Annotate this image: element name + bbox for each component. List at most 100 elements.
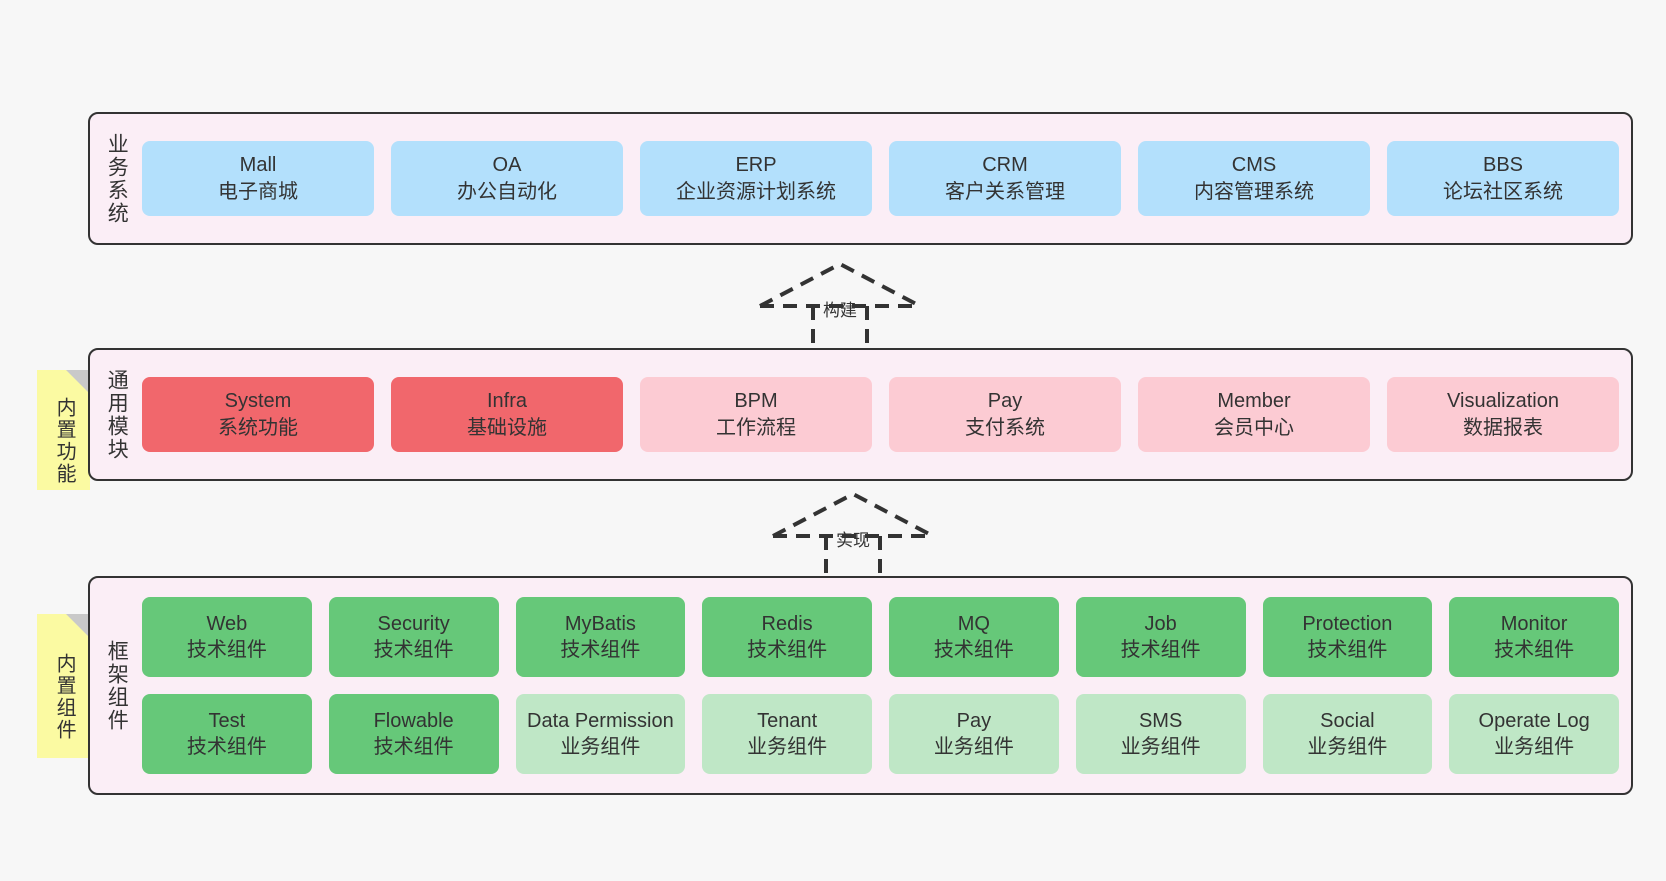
box-subtitle-cn: 内容管理系统 bbox=[1194, 180, 1314, 203]
box-title-en: Job bbox=[1144, 612, 1177, 635]
box-title-en: SMS bbox=[1138, 709, 1183, 732]
framework-box-protection[interactable]: Protection 技术组件 bbox=[1262, 597, 1433, 677]
framework-box-social[interactable]: Social 业务组件 bbox=[1262, 694, 1433, 774]
note-builtin-features: 内置功能 bbox=[37, 370, 90, 490]
framework-box-tenant[interactable]: Tenant 业务组件 bbox=[702, 694, 872, 774]
business-box-crm[interactable]: CRM 客户关系管理 bbox=[889, 141, 1121, 216]
layer-title-framework: 框架组件 bbox=[105, 639, 129, 732]
box-title-en: Mall bbox=[239, 154, 277, 177]
box-title-en: Operate Log bbox=[1478, 709, 1590, 732]
box-subtitle-cn: 基础设施 bbox=[467, 416, 547, 439]
box-title-en: Monitor bbox=[1500, 612, 1568, 635]
box-subtitle-cn: 业务组件 bbox=[1307, 736, 1388, 758]
box-title-en: Web bbox=[206, 612, 248, 635]
box-subtitle-cn: 技术组件 bbox=[1307, 639, 1388, 661]
box-subtitle-cn: 数据报表 bbox=[1463, 416, 1543, 439]
framework-box-mq[interactable]: MQ 技术组件 bbox=[889, 597, 1059, 677]
arrow-build: 构建 bbox=[755, 258, 925, 358]
box-title-en: Flowable bbox=[373, 709, 454, 732]
framework-box-test[interactable]: Test 技术组件 bbox=[142, 694, 312, 774]
module-box-infra[interactable]: Infra 基础设施 bbox=[391, 377, 623, 452]
module-box-bpm[interactable]: BPM 工作流程 bbox=[640, 377, 872, 452]
box-title-en: Pay bbox=[987, 390, 1023, 413]
box-subtitle-cn: 工作流程 bbox=[716, 416, 796, 439]
framework-box-web[interactable]: Web 技术组件 bbox=[142, 597, 312, 677]
box-subtitle-cn: 技术组件 bbox=[560, 639, 641, 661]
box-subtitle-cn: 业务组件 bbox=[560, 736, 641, 758]
framework-box-job[interactable]: Job 技术组件 bbox=[1075, 597, 1246, 677]
framework-box-operate-log[interactable]: Operate Log 业务组件 bbox=[1449, 694, 1619, 774]
box-title-en: Visualization bbox=[1447, 390, 1559, 413]
box-title-en: Pay bbox=[956, 709, 992, 732]
note-builtin-features-label: 内置功能 bbox=[53, 397, 76, 485]
box-title-en: Social bbox=[1320, 709, 1375, 732]
box-subtitle-cn: 会员中心 bbox=[1214, 416, 1294, 439]
box-subtitle-cn: 技术组件 bbox=[933, 639, 1014, 661]
box-title-en: Test bbox=[208, 709, 246, 732]
box-subtitle-cn: 电子商城 bbox=[218, 180, 298, 203]
box-title-en: Redis bbox=[761, 612, 813, 635]
box-title-en: BBS bbox=[1482, 154, 1524, 177]
note-builtin-components: 内置组件 bbox=[37, 614, 90, 758]
note-fold-icon bbox=[66, 614, 90, 638]
box-title-en: OA bbox=[492, 154, 522, 177]
arrow-implement-shape bbox=[772, 491, 934, 588]
box-title-en: ERP bbox=[735, 154, 777, 177]
framework-box-data-permission[interactable]: Data Permission 业务组件 bbox=[515, 694, 686, 774]
box-subtitle-cn: 技术组件 bbox=[186, 639, 267, 661]
layer-title-business: 业务系统 bbox=[105, 132, 129, 225]
framework-box-redis[interactable]: Redis 技术组件 bbox=[702, 597, 872, 677]
box-subtitle-cn: 技术组件 bbox=[186, 736, 267, 758]
box-subtitle-cn: 技术组件 bbox=[747, 639, 828, 661]
box-title-en: Member bbox=[1217, 390, 1291, 413]
box-subtitle-cn: 业务组件 bbox=[1494, 736, 1575, 758]
box-subtitle-cn: 论坛社区系统 bbox=[1443, 180, 1563, 203]
box-title-en: Tenant bbox=[757, 709, 818, 732]
box-title-en: Infra bbox=[486, 390, 528, 413]
business-box-mall[interactable]: Mall 电子商城 bbox=[142, 141, 374, 216]
box-title-en: Data Permission bbox=[527, 709, 674, 732]
framework-box-mybatis[interactable]: MyBatis 技术组件 bbox=[515, 597, 686, 677]
note-fold-icon bbox=[66, 370, 90, 394]
box-title-en: Protection bbox=[1302, 612, 1393, 635]
box-title-en: CRM bbox=[982, 154, 1028, 177]
arrow-implement: 实现 bbox=[768, 488, 938, 588]
box-title-en: MyBatis bbox=[564, 612, 636, 635]
box-subtitle-cn: 技术组件 bbox=[1120, 639, 1201, 661]
box-subtitle-cn: 技术组件 bbox=[1494, 639, 1575, 661]
box-title-en: CMS bbox=[1231, 154, 1277, 177]
layer-title-modules: 通用模块 bbox=[105, 368, 129, 461]
box-subtitle-cn: 系统功能 bbox=[218, 416, 298, 439]
business-box-bbs[interactable]: BBS 论坛社区系统 bbox=[1387, 141, 1619, 216]
box-title-en: MQ bbox=[957, 612, 990, 635]
module-box-visualization[interactable]: Visualization 数据报表 bbox=[1387, 377, 1619, 452]
arrow-build-shape bbox=[759, 261, 921, 358]
framework-box-monitor[interactable]: Monitor 技术组件 bbox=[1449, 597, 1619, 677]
business-box-oa[interactable]: OA 办公自动化 bbox=[391, 141, 623, 216]
business-box-cms[interactable]: CMS 内容管理系统 bbox=[1138, 141, 1370, 216]
box-subtitle-cn: 业务组件 bbox=[747, 736, 828, 758]
box-subtitle-cn: 客户关系管理 bbox=[945, 180, 1065, 203]
box-subtitle-cn: 办公自动化 bbox=[457, 180, 557, 203]
box-title-en: BPM bbox=[734, 390, 778, 413]
note-builtin-components-label: 内置组件 bbox=[53, 653, 76, 741]
module-box-member[interactable]: Member 会员中心 bbox=[1138, 377, 1370, 452]
